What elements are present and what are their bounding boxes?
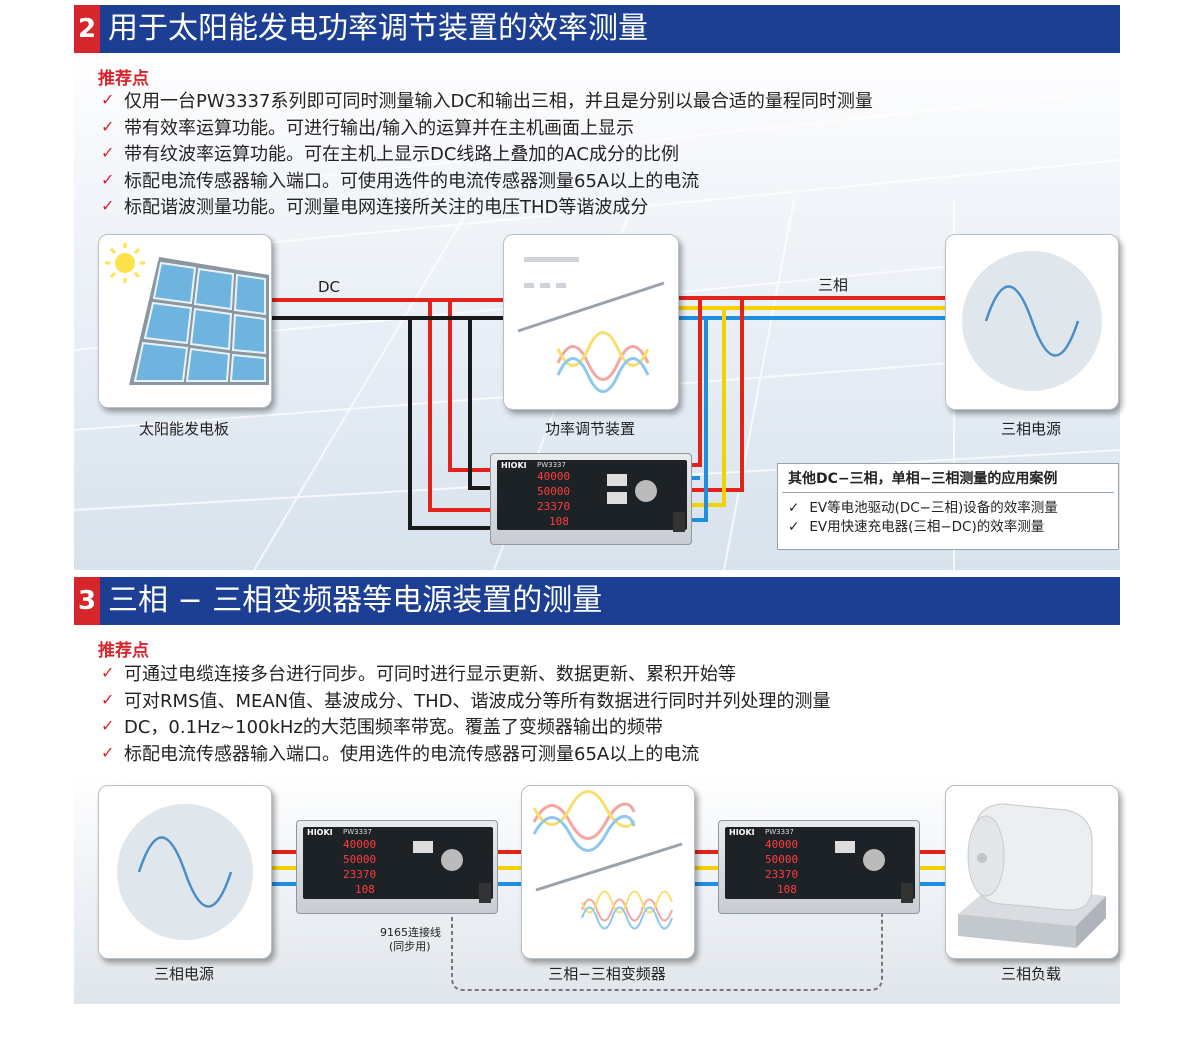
meter-button[interactable] bbox=[607, 474, 627, 486]
meter-reading-1: 40000 bbox=[537, 470, 571, 483]
meter-button[interactable] bbox=[413, 841, 433, 853]
meter-reading-1: 40000 bbox=[765, 838, 799, 851]
dc-label: DC bbox=[318, 278, 340, 296]
meter-reading-3: 23370 bbox=[537, 500, 571, 513]
section3-title: 三相 − 三相变频器等电源装置的测量 bbox=[108, 583, 603, 618]
load-caption: 三相负载 bbox=[1000, 965, 1061, 983]
three-phase-label: 三相 bbox=[818, 276, 848, 294]
list-item: ✓EV用快速充电器(三相−DC)的效率测量 bbox=[788, 519, 1045, 535]
meter-reading-3: 23370 bbox=[343, 868, 377, 881]
check-icon: ✓ bbox=[101, 169, 115, 189]
list-item: ✓仅用一台PW3337系列即可同时测量输入DC和输出三相，并且是分别以最合适的量… bbox=[98, 89, 873, 116]
meter-model: PW3337 bbox=[537, 461, 566, 469]
section2-wiring: DC 三相 bbox=[268, 276, 945, 530]
meter-panel: HIOKI PW3337 40000 50000 23370 108 bbox=[303, 827, 493, 899]
three-phase-source-box bbox=[98, 785, 272, 959]
section2-number: 2 bbox=[74, 5, 100, 53]
meter-reading-1: 40000 bbox=[343, 838, 377, 851]
section2-header-bar bbox=[74, 5, 1120, 53]
list-item: ✓DC，0.1Hz~100kHz的大范围频率带宽。覆盖了变频器输出的频带 bbox=[98, 715, 831, 742]
list-item: ✓可通过电缆连接多台进行同步。可同时进行显示更新、数据更新、累积开始等 bbox=[98, 662, 831, 689]
three-phase-load-box bbox=[945, 785, 1119, 959]
power-switch[interactable] bbox=[479, 883, 491, 903]
power-switch[interactable] bbox=[673, 512, 685, 532]
list-item: ✓EV等电池驱动(DC−三相)设备的效率测量 bbox=[788, 500, 1058, 516]
check-icon: ✓ bbox=[101, 116, 115, 136]
check-icon: ✓ bbox=[101, 663, 115, 682]
note-list: ✓EV等电池驱动(DC−三相)设备的效率测量 ✓EV用快速充电器(三相−DC)的… bbox=[778, 499, 1118, 537]
check-icon: ✓ bbox=[101, 196, 115, 215]
meter-panel: HIOKI PW3337 40000 50000 23370 108 bbox=[497, 460, 687, 530]
meter-reading-4: 108 bbox=[355, 883, 375, 896]
list-item: ✓带有效率运算功能。可进行输出/输入的运算并在主机画面上显示 bbox=[98, 116, 873, 143]
section3-points-list: ✓可通过电缆连接多台进行同步。可同时进行显示更新、数据更新、累积开始等 ✓可对R… bbox=[98, 662, 831, 768]
dc-wire-negative bbox=[268, 316, 492, 530]
meter-button[interactable] bbox=[607, 492, 627, 504]
meter-reading-2: 50000 bbox=[537, 485, 571, 498]
inverter-box bbox=[521, 785, 695, 959]
meter-dial[interactable] bbox=[441, 849, 463, 871]
source-caption: 三相电源 bbox=[153, 965, 214, 983]
other-applications-note: 其他DC−三相，单相−三相测量的应用案例 ✓EV等电池驱动(DC−三相)设备的效… bbox=[777, 463, 1119, 550]
check-icon: ✓ bbox=[101, 742, 115, 762]
solar-caption: 太阳能发电板 bbox=[138, 420, 229, 438]
power-meter-section2: HIOKI PW3337 40000 50000 23370 108 bbox=[490, 453, 692, 545]
meter-brand: HIOKI bbox=[501, 461, 527, 470]
meter-panel: HIOKI PW3337 40000 50000 23370 108 bbox=[725, 827, 915, 899]
meter-model: PW3337 bbox=[765, 828, 794, 836]
meter-reading-2: 50000 bbox=[765, 853, 799, 866]
list-item: ✓可对RMS值、MEAN值、基波成分、THD、谐波成分等所有数据进行同时并列处理… bbox=[98, 689, 831, 716]
section3-number: 3 bbox=[74, 577, 100, 625]
list-item: ✓标配电流传感器输入端口。使用选件的电流传感器可测量65A以上的电流 bbox=[98, 742, 831, 769]
power-switch[interactable] bbox=[901, 883, 913, 903]
cable-label-1: 9165连接线 bbox=[380, 925, 441, 939]
sync-cable bbox=[451, 910, 883, 991]
check-icon: ✓ bbox=[788, 500, 800, 516]
section3-header-bar bbox=[74, 577, 1120, 625]
section2-title: 用于太阳能发电功率调节装置的效率测量 bbox=[108, 11, 648, 46]
list-item: ✓标配谐波测量功能。可测量电网连接所关注的电压THD等谐波成分 bbox=[98, 195, 873, 222]
check-icon: ✓ bbox=[101, 689, 115, 709]
meter-model: PW3337 bbox=[343, 828, 372, 836]
meter-reading-4: 108 bbox=[549, 515, 569, 528]
sine-wave-icon bbox=[117, 804, 253, 940]
power-conditioner-box bbox=[503, 234, 679, 410]
power-meter-input-side: HIOKI PW3337 40000 50000 23370 108 bbox=[296, 820, 498, 914]
meter-button[interactable] bbox=[835, 841, 855, 853]
list-item: ✓标配电流传感器输入端口。可使用选件的电流传感器测量65A以上的电流 bbox=[98, 169, 873, 196]
meter-brand: HIOKI bbox=[729, 828, 755, 837]
check-icon: ✓ bbox=[788, 519, 800, 535]
power-meter-output-side: HIOKI PW3337 40000 50000 23370 108 bbox=[718, 820, 920, 914]
meter-reading-3: 23370 bbox=[765, 868, 799, 881]
inverter-icon bbox=[517, 257, 665, 393]
dc-wire-positive bbox=[268, 298, 492, 512]
sine-wave-icon bbox=[962, 251, 1102, 391]
meter-brand: HIOKI bbox=[307, 828, 333, 837]
meter-dial[interactable] bbox=[635, 480, 657, 502]
solar-panel-box bbox=[98, 234, 272, 408]
inverter-icon bbox=[532, 790, 683, 930]
section2-points-list: ✓仅用一台PW3337系列即可同时测量输入DC和输出三相，并且是分别以最合适的量… bbox=[98, 89, 873, 222]
meter-dial[interactable] bbox=[863, 849, 885, 871]
list-item: ✓带有纹波率运算功能。可在主机上显示DC线路上叠加的AC成分的比例 bbox=[98, 142, 873, 169]
motor-icon bbox=[958, 803, 1106, 948]
check-icon: ✓ bbox=[101, 143, 115, 162]
check-icon: ✓ bbox=[101, 716, 115, 735]
check-icon: ✓ bbox=[101, 90, 115, 109]
sun-icon bbox=[105, 243, 145, 283]
cable-label-2: (同步用) bbox=[389, 940, 431, 953]
solar-panel-icon bbox=[105, 243, 269, 385]
note-heading: 其他DC−三相，单相−三相测量的应用案例 bbox=[788, 471, 1058, 487]
pcs-caption: 功率调节装置 bbox=[544, 420, 635, 438]
grid-source-box bbox=[945, 234, 1119, 410]
inverter-caption: 三相−三相变频器 bbox=[548, 965, 666, 983]
grid-caption: 三相电源 bbox=[1000, 420, 1061, 438]
meter-reading-4: 108 bbox=[777, 883, 797, 896]
meter-reading-2: 50000 bbox=[343, 853, 377, 866]
section2-tips-heading: 推荐点 bbox=[98, 69, 149, 89]
section3-tips-heading: 推荐点 bbox=[98, 641, 149, 661]
